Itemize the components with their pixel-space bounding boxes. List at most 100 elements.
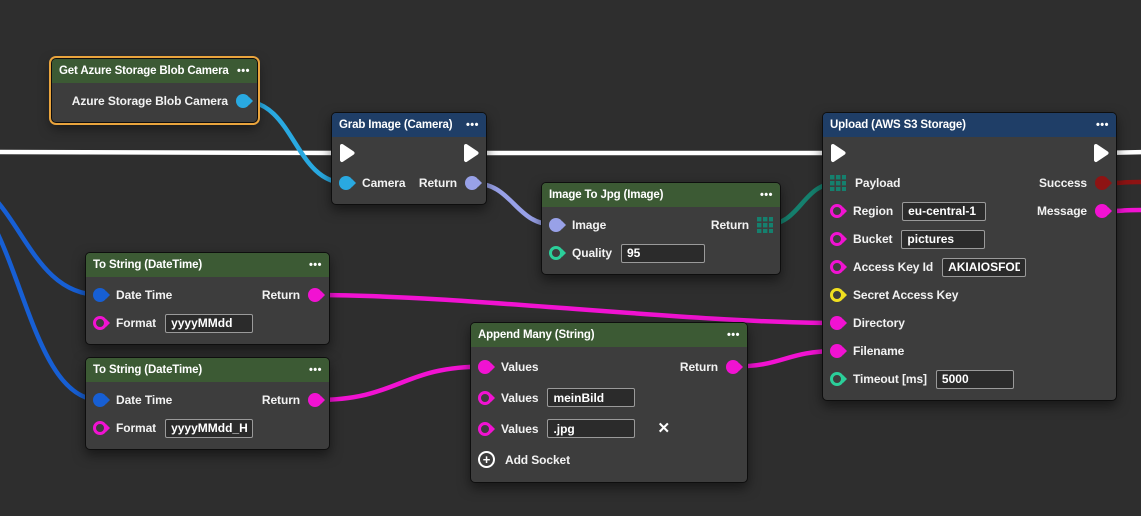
bucket-input[interactable] [901, 229, 986, 249]
node-get-azure-storage-blob-camera[interactable]: Get Azure Storage Blob Camera••• Azure St… [51, 58, 258, 123]
port-quality-in[interactable] [549, 246, 566, 260]
timeout-ms-input[interactable] [935, 369, 1014, 389]
port-label: Return [679, 359, 718, 374]
port-datetime-in[interactable] [93, 288, 110, 302]
access-key-id-input[interactable] [942, 257, 1027, 277]
wire-datetime-2[interactable] [0, 180, 103, 403]
exec-out-port[interactable] [463, 143, 479, 163]
node-title: Image To Jpg (Image) [549, 189, 664, 201]
add-socket-icon[interactable]: + [478, 451, 495, 468]
wire-ts2return-to-values[interactable] [312, 364, 488, 403]
exec-wire-left[interactable] [0, 149, 350, 156]
port-tick-icon [843, 347, 847, 355]
exec-row [332, 137, 486, 169]
port-row: Values [471, 382, 747, 413]
region-input[interactable] [902, 201, 987, 221]
node-header[interactable]: Image To Jpg (Image) ••• [542, 183, 780, 207]
format-input[interactable] [165, 313, 254, 333]
port-timeout-in[interactable] [830, 372, 847, 386]
node-menu-icon[interactable]: ••• [726, 329, 740, 341]
port-return-out[interactable] [308, 288, 325, 302]
wire-azure-to-camera[interactable] [240, 98, 349, 186]
port-region-in[interactable] [830, 204, 847, 218]
port-label: Region [853, 204, 894, 218]
port-tick-icon [106, 319, 110, 327]
values-input[interactable] [547, 419, 636, 438]
node-rows: ValuesReturnValuesValues✕+Add Socket [471, 347, 747, 475]
add-socket-row[interactable]: + Add Socket [471, 444, 747, 475]
port-bucket-in[interactable] [830, 232, 847, 246]
port-return-out[interactable] [726, 359, 743, 374]
port-message-out[interactable] [1095, 204, 1112, 218]
format-input[interactable] [165, 418, 254, 438]
row-right: Success [1039, 176, 1112, 190]
port-values-in-1[interactable] [478, 390, 495, 405]
exec-in-port[interactable] [339, 143, 355, 163]
port-label: Directory [853, 316, 905, 330]
port-secret-access-key-in[interactable] [830, 288, 847, 302]
row-left: Secret Access Key [830, 288, 958, 302]
port-label: Access Key Id [853, 260, 934, 274]
port-tick-icon [478, 179, 482, 187]
port-datetime-in[interactable] [93, 393, 110, 407]
node-header[interactable]: Grab Image (Camera)••• [332, 113, 486, 137]
wire-datetime-1[interactable] [0, 172, 103, 298]
port-return-out[interactable] [308, 393, 325, 407]
row-left: Values [478, 359, 539, 374]
node-menu-icon[interactable]: ••• [465, 119, 479, 131]
row-right: Message [1037, 204, 1112, 218]
port-camera-out[interactable] [236, 94, 253, 108]
port-values-in-0[interactable] [478, 359, 495, 374]
port-return-out[interactable] [757, 217, 773, 233]
node-header[interactable]: Upload (AWS S3 Storage)••• [823, 113, 1116, 137]
port-row: Filename [823, 337, 1116, 365]
port-tick-icon [321, 291, 325, 299]
node-menu-icon[interactable]: ••• [1095, 119, 1109, 131]
port-directory-in[interactable] [830, 316, 847, 330]
node-menu-icon[interactable]: ••• [308, 364, 322, 376]
node-header[interactable]: To String (DateTime)••• [86, 358, 329, 382]
port-row: Values Return [471, 351, 747, 382]
node-menu-icon[interactable]: ••• [759, 189, 773, 201]
delete-socket-icon[interactable]: ✕ [657, 420, 671, 437]
port-tick-icon [491, 393, 495, 402]
wire-ts1return-to-directory[interactable] [312, 292, 840, 326]
row-left: Filename [830, 344, 904, 358]
port-tick-icon [106, 396, 110, 404]
port-filename-in[interactable] [830, 344, 847, 358]
port-label: Values [501, 359, 539, 374]
port-image-in[interactable] [549, 218, 566, 232]
port-tick-icon [843, 207, 847, 215]
row-left: Camera [339, 176, 406, 190]
port-return-out[interactable] [465, 176, 482, 190]
quality-input[interactable] [620, 243, 705, 263]
node-menu-icon[interactable]: ••• [236, 65, 250, 77]
port-success-out[interactable] [1095, 176, 1112, 190]
exec-in-port[interactable] [830, 143, 846, 163]
port-format-in[interactable] [93, 421, 110, 435]
add-socket-label: Add Socket [505, 452, 571, 467]
port-values-in-2[interactable] [478, 421, 495, 436]
node-header[interactable]: Get Azure Storage Blob Camera••• [52, 59, 257, 83]
port-label: Azure Storage Blob Camera [71, 94, 228, 108]
node-title: To String (DateTime) [93, 259, 203, 271]
port-payload-in[interactable] [830, 175, 846, 191]
port-access-key-id-in[interactable] [830, 260, 847, 274]
node-header[interactable]: To String (DateTime) ••• [86, 253, 329, 277]
values-input[interactable] [547, 388, 636, 407]
node-header[interactable]: Append Many (String)••• [471, 323, 747, 347]
port-tick-icon [843, 375, 847, 383]
port-camera-in[interactable] [339, 176, 356, 190]
node-menu-icon[interactable]: ••• [308, 259, 322, 271]
port-format-in[interactable] [93, 316, 110, 330]
exec-out-port[interactable] [1093, 143, 1109, 163]
